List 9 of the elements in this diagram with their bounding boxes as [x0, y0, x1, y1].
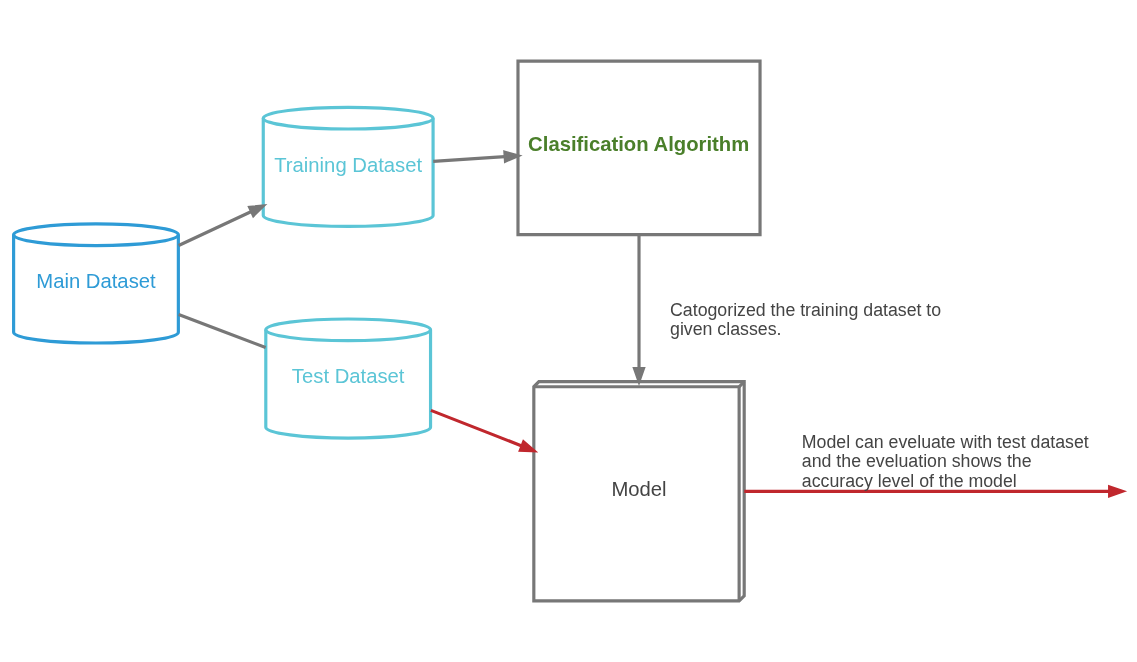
arrow [744, 484, 1128, 498]
edge-label: Model can eveluate with test dataset and the eveluation shows the accuracy level of the model [801, 432, 1089, 491]
arrow [433, 150, 523, 164]
arrow [430, 408, 539, 453]
node-box: Clasification Algorithm [516, 59, 762, 237]
edge-label: Catogorized the training dataset to given classes. [670, 299, 942, 339]
connector [178, 313, 267, 350]
arrow [177, 204, 268, 247]
arrow [632, 235, 646, 386]
